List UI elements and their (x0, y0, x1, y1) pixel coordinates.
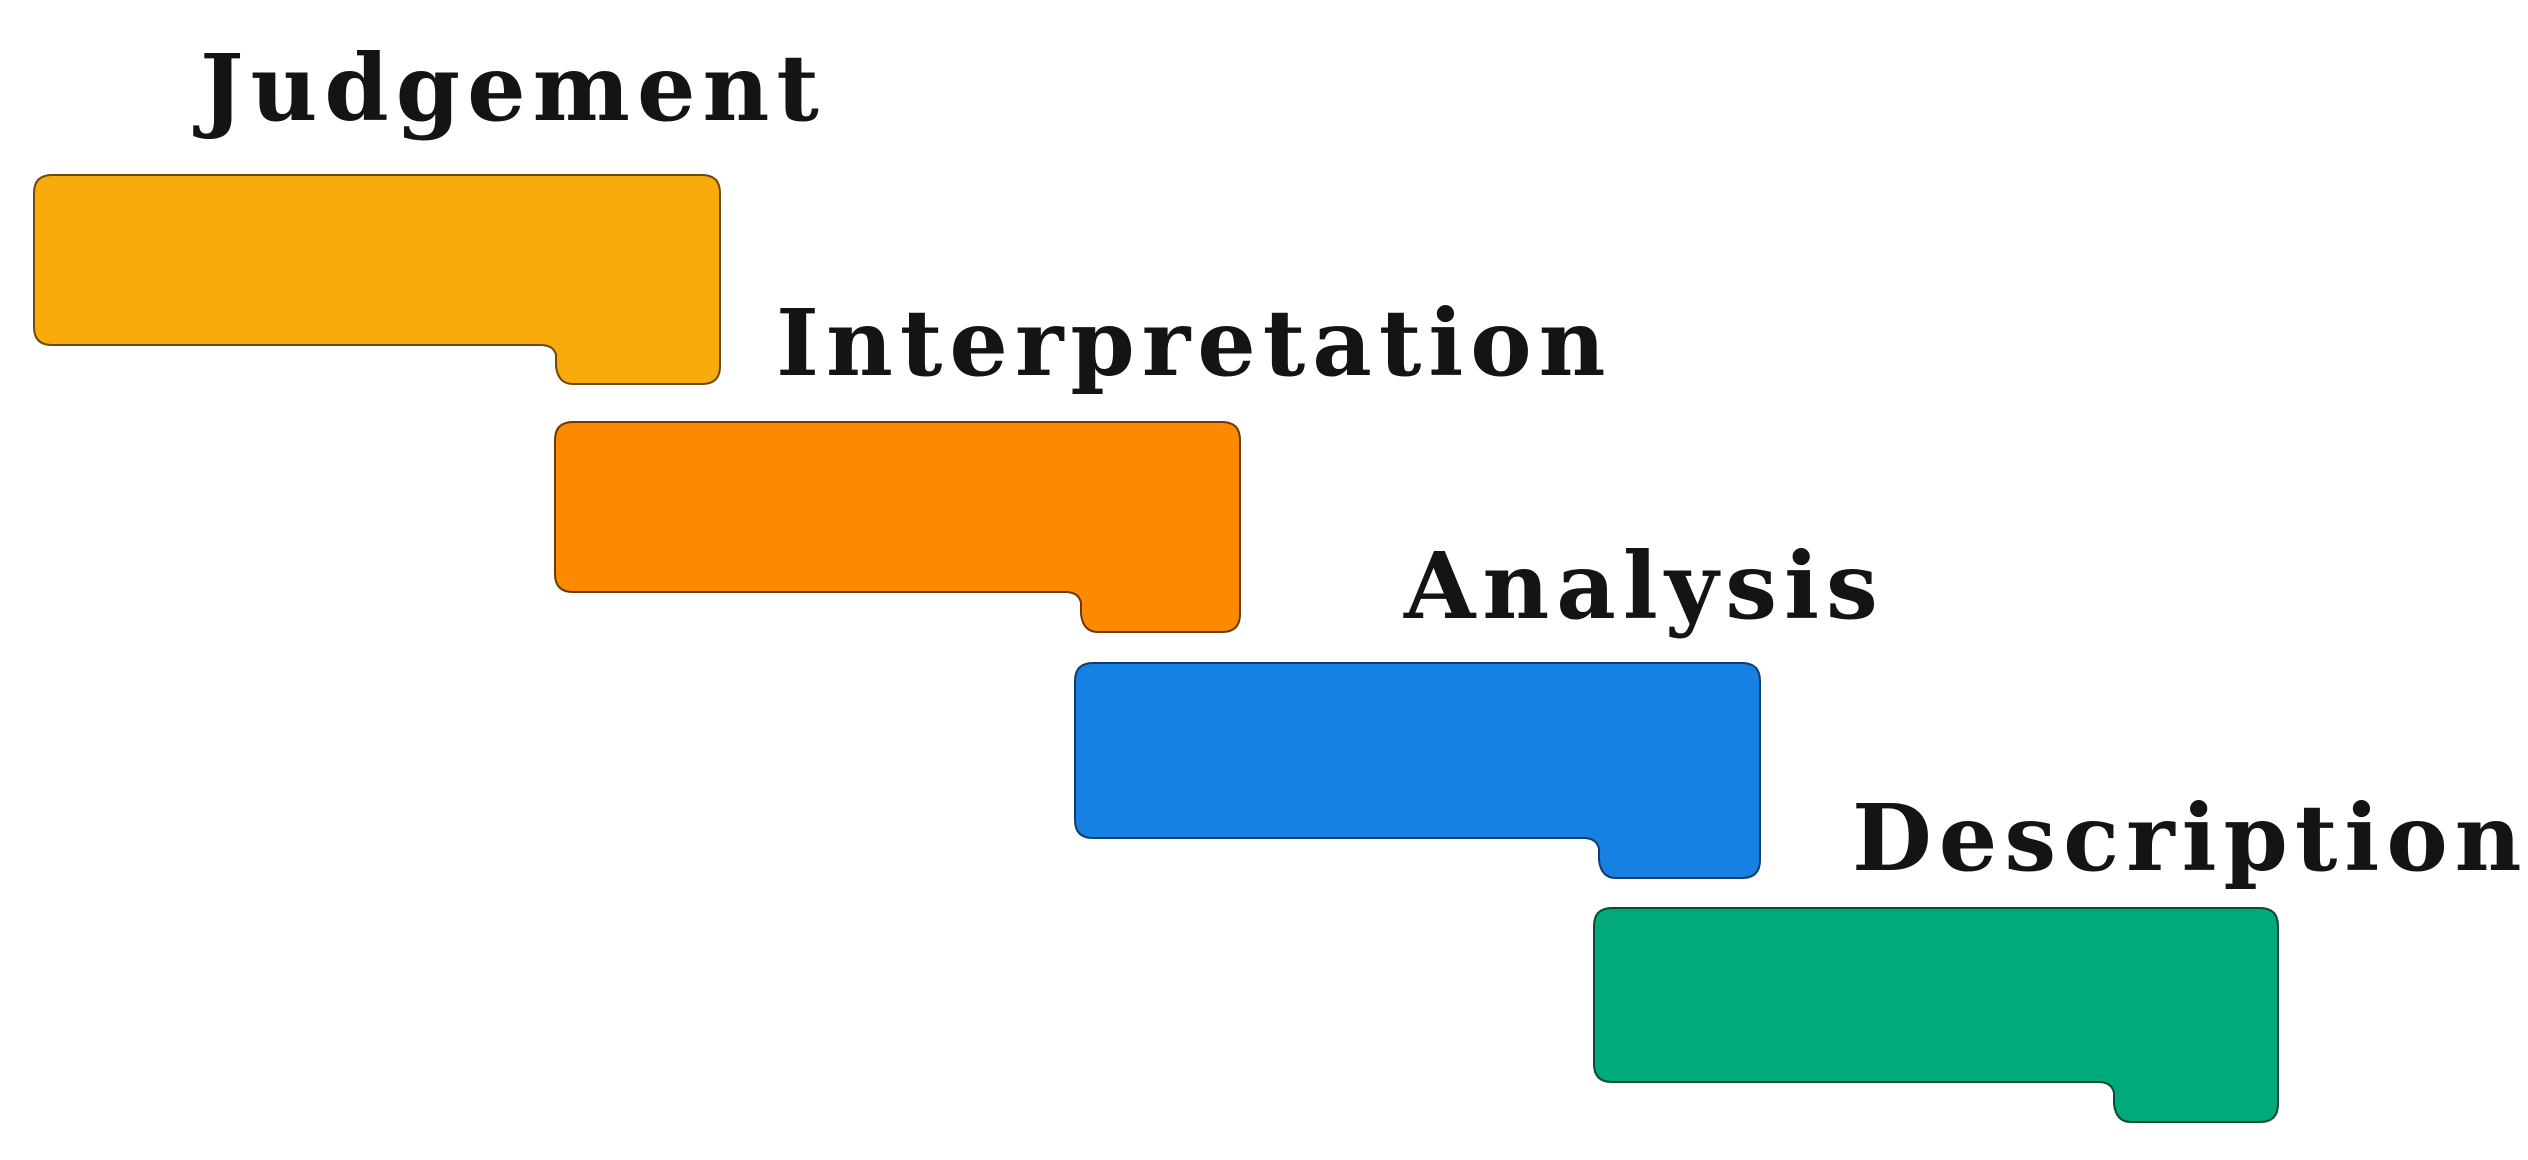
step-description-block (1593, 907, 2279, 1123)
step-analysis: Analysis (1074, 532, 1885, 879)
step-description: Description (1593, 784, 2528, 1123)
step-interpretation-block (554, 421, 1241, 633)
step-interpretation-label: Interpretation (776, 289, 1613, 397)
step-judgement-label: Judgement (193, 34, 826, 142)
step-judgement: Judgement (33, 34, 826, 385)
step-judgement-block (33, 174, 721, 385)
step-analysis-label: Analysis (1403, 532, 1885, 640)
step-description-label: Description (1852, 784, 2528, 892)
step-interpretation: Interpretation (554, 289, 1613, 633)
step-analysis-block (1074, 662, 1761, 879)
